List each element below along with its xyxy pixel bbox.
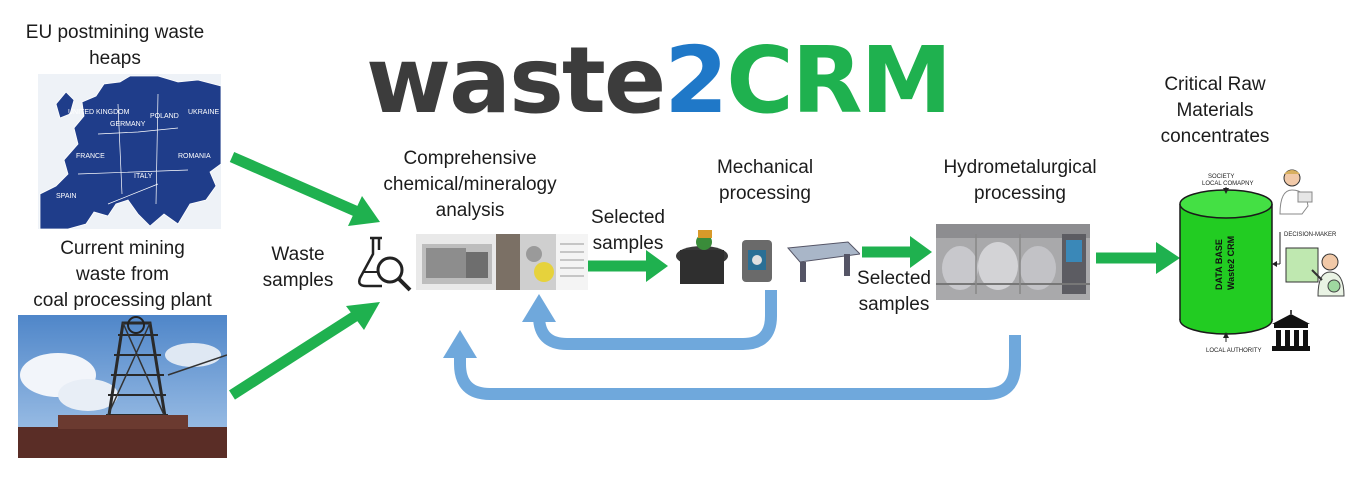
logo-crm-text: CRM xyxy=(726,27,952,134)
arrow-hydro-to-database xyxy=(1096,242,1180,274)
label-crm-concentrates: Critical Raw Materials concentrates xyxy=(1160,74,1270,147)
hydro-plant-photo xyxy=(936,224,1090,300)
logo-waste-text: waste xyxy=(366,27,666,134)
map-label-poland: POLAND xyxy=(150,113,179,120)
society-person-icon xyxy=(1279,169,1313,215)
mining-tower-photo xyxy=(18,315,227,458)
label-hydro: Hydrometalurgical processing xyxy=(943,157,1097,204)
arrow-mechanical-to-hydro xyxy=(862,236,932,268)
database-cylinder: DATA BASE Waste2 CRM SOCIETY LOCAL COMAP… xyxy=(1179,174,1337,354)
decision-maker-icon xyxy=(1285,247,1345,297)
feedback-arrow-hydro xyxy=(443,330,1021,400)
label-analysis: Comprehensive chemical/mineralogy analys… xyxy=(383,148,557,221)
local-authority-building-icon xyxy=(1272,310,1310,351)
db-label-line2: Waste2 CRM xyxy=(1226,236,1236,290)
arrow-mining-to-analysis xyxy=(229,302,380,400)
map-label-spain: SPAIN xyxy=(56,193,77,200)
map-label-ukraine: UKRAINE xyxy=(188,109,219,116)
map-label-uk: UNITED KINGDOM xyxy=(68,109,130,116)
db-label-line1: DATA BASE xyxy=(1214,239,1224,290)
analysis-instrument-image xyxy=(416,234,588,290)
db-label-society: SOCIETY xyxy=(1208,174,1234,180)
map-label-italy: ITALY xyxy=(134,173,153,180)
map-label-germany: GERMANY xyxy=(110,121,146,128)
db-label-local-company: LOCAL COMAPNY xyxy=(1202,181,1253,187)
map-label-romania: ROMANIA xyxy=(178,153,211,160)
label-selected-samples-2: Selected samples xyxy=(857,268,931,315)
label-selected-samples-1: Selected samples xyxy=(591,207,665,254)
arrow-eu-to-analysis xyxy=(229,151,380,226)
db-label-local-authority: LOCAL AUTHORITY xyxy=(1206,348,1261,354)
label-waste-samples: Waste samples xyxy=(262,244,334,291)
eu-map-image: POLAND GERMANY FRANCE SPAIN UKRAINE ROMA… xyxy=(38,74,221,229)
logo-two-text: 2 xyxy=(664,27,728,134)
mechanical-equipment-image xyxy=(676,230,860,284)
waste2crm-logo: waste2CRM xyxy=(366,26,952,136)
map-label-france: FRANCE xyxy=(76,153,105,160)
label-eu-heaps: EU postmining waste heaps xyxy=(25,22,205,69)
flask-magnifier-icon xyxy=(358,236,412,292)
feedback-arrow-mechanical xyxy=(522,290,777,350)
db-label-decision-maker: DECISION-MAKER xyxy=(1284,232,1337,238)
label-current-mining: Current mining waste from coal processin… xyxy=(33,238,212,311)
arrow-analysis-to-mechanical xyxy=(588,250,668,282)
label-mechanical: Mechanical processing xyxy=(716,157,814,204)
